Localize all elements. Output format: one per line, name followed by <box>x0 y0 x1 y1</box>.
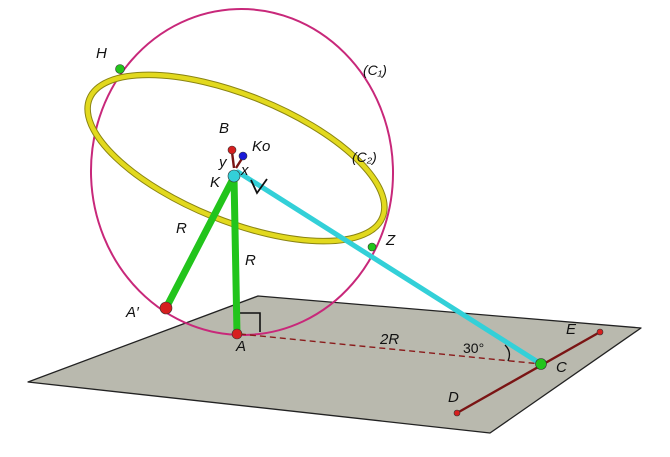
segment-k-a <box>230 173 241 338</box>
label-c2: (C₂) <box>352 149 377 165</box>
segment-k-a-prime <box>162 173 238 312</box>
base-plane <box>27 295 642 434</box>
label-r-left: R <box>176 220 187 237</box>
vector-y <box>230 151 236 169</box>
line-d-e <box>456 330 601 415</box>
point-e <box>596 328 604 336</box>
right-angle-marker-a <box>240 312 261 332</box>
label-b: B <box>219 120 229 137</box>
point-c <box>535 358 547 370</box>
label-2r: 2R <box>379 331 399 348</box>
label-c1: (C₁) <box>363 62 387 78</box>
label-a: A <box>235 338 246 355</box>
point-h <box>115 64 125 74</box>
point-z <box>367 242 377 252</box>
label-r-center: R <box>245 252 256 269</box>
label-ko: Ko <box>252 138 270 155</box>
point-d <box>453 409 461 417</box>
point-ko <box>238 151 248 161</box>
label-angle-30: 30° <box>463 340 484 356</box>
point-a-prime <box>159 301 173 315</box>
right-angle-marker-k <box>250 178 268 195</box>
point-a <box>231 328 243 340</box>
circle-c1 <box>89 8 395 336</box>
label-k: K <box>210 174 221 191</box>
label-x: x <box>240 162 249 179</box>
segment-k-c <box>235 169 544 367</box>
label-c: C <box>556 359 567 376</box>
label-y: y <box>218 154 228 171</box>
label-h: H <box>96 45 107 62</box>
point-b <box>227 145 237 155</box>
label-d: D <box>448 389 459 406</box>
label-a-prime: A′ <box>125 304 140 321</box>
point-k <box>227 169 241 183</box>
segment-a-c-dashed <box>239 333 542 365</box>
label-e: E <box>566 321 577 338</box>
angle-30-arc <box>504 344 511 362</box>
label-z: Z <box>385 232 396 249</box>
